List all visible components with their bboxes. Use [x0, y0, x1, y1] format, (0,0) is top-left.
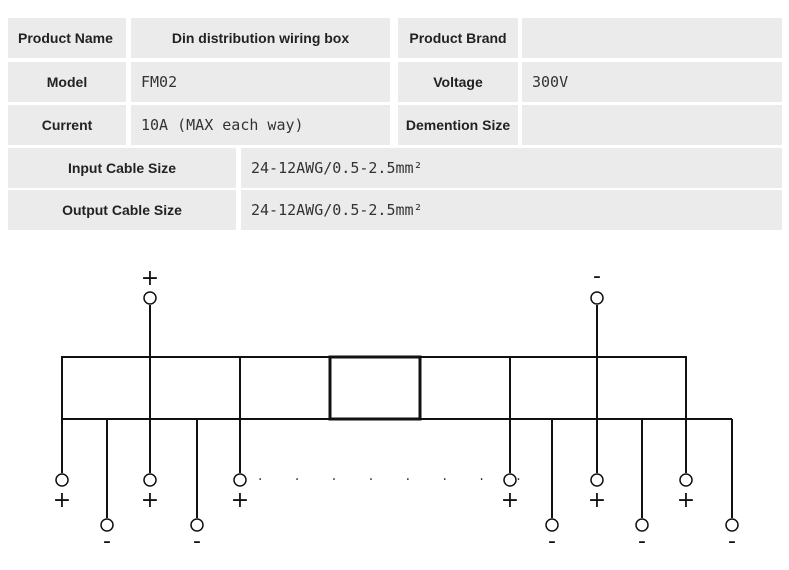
dimension-label: Demention Size [398, 105, 518, 145]
current-value: 10A (MAX each way) [131, 105, 390, 145]
output-label: - [548, 529, 556, 554]
input-negative-terminal [590, 291, 604, 305]
output-terminal [233, 473, 247, 487]
output-terminal [100, 518, 114, 532]
center-block [328, 355, 422, 421]
output-label: - [103, 529, 111, 554]
output-terminal [143, 473, 157, 487]
input-cable-value: 24-12AWG/0.5-2.5mm² [241, 148, 782, 188]
terminal-box [61, 356, 687, 420]
output-terminal [590, 473, 604, 487]
output-label: + [677, 488, 695, 513]
output-terminal [190, 518, 204, 532]
model-value: FM02 [131, 62, 390, 102]
output-label: - [728, 529, 736, 554]
voltage-label: Voltage [398, 62, 518, 102]
product-brand-value [522, 18, 782, 58]
product-name-label: Product Name [8, 18, 126, 58]
output-label: + [231, 488, 249, 513]
output-terminal [679, 473, 693, 487]
voltage-value: 300V [522, 62, 782, 102]
output-label: + [141, 488, 159, 513]
ellipsis: · · · · · · · · [258, 472, 535, 488]
output-label: + [53, 488, 71, 513]
input-plus-label: + [141, 266, 159, 291]
current-label: Current [8, 105, 126, 145]
dimension-value [522, 105, 782, 145]
output-label: + [501, 488, 519, 513]
output-cable-label: Output Cable Size [8, 190, 236, 230]
output-terminal [55, 473, 69, 487]
output-label: - [638, 529, 646, 554]
product-brand-label: Product Brand [398, 18, 518, 58]
output-label: + [588, 488, 606, 513]
output-terminal [725, 518, 739, 532]
output-terminal [635, 518, 649, 532]
input-positive-terminal [143, 291, 157, 305]
input-cable-label: Input Cable Size [8, 148, 236, 188]
output-label: - [193, 529, 201, 554]
output-terminal [545, 518, 559, 532]
output-terminal [503, 473, 517, 487]
input-minus-label: - [593, 264, 601, 289]
model-label: Model [8, 62, 126, 102]
output-cable-value: 24-12AWG/0.5-2.5mm² [241, 190, 782, 230]
product-name-value: Din distribution wiring box [131, 18, 390, 58]
